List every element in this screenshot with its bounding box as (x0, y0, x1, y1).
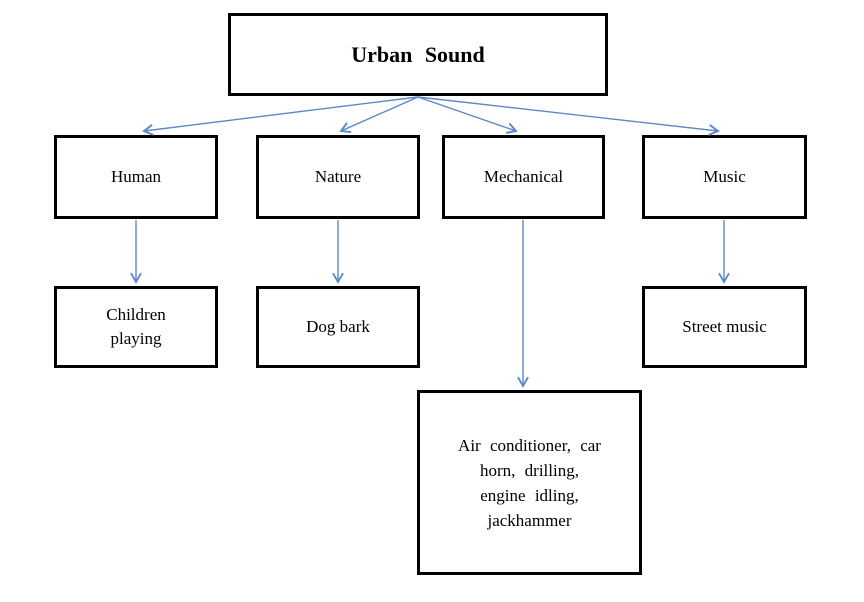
arrow-root-to-human (142, 96, 419, 136)
example-label-children-playing: Children playing (106, 305, 166, 348)
category-label-music: Music (703, 167, 746, 186)
category-label-human: Human (110, 167, 162, 186)
root-box-urban-sound: Urban Sound (228, 13, 608, 96)
category-box-human: Human (54, 135, 218, 219)
arrow-root-to-nature (339, 96, 419, 133)
category-label-nature: Nature (314, 167, 362, 186)
root-label: Urban Sound (351, 41, 485, 67)
example-box-dog-bark: Dog bark (256, 286, 420, 368)
example-label-street-music: Street music (682, 317, 767, 336)
example-label-dog-bark: Dog bark (306, 317, 370, 336)
category-box-music: Music (642, 135, 807, 219)
example-box-children-playing: Children playing (54, 286, 218, 368)
category-label-mechanical: Mechanical (483, 167, 564, 186)
example-label-mechanical-sounds: Air conditioner, car horn, drilling, eng… (458, 435, 601, 530)
example-box-mechanical-sounds: Air conditioner, car horn, drilling, eng… (417, 390, 642, 575)
arrow-root-to-mechanical (417, 96, 518, 134)
category-box-nature: Nature (256, 135, 420, 219)
example-box-street-music: Street music (642, 286, 807, 368)
category-box-mechanical: Mechanical (442, 135, 605, 219)
arrow-root-to-music (417, 96, 720, 136)
